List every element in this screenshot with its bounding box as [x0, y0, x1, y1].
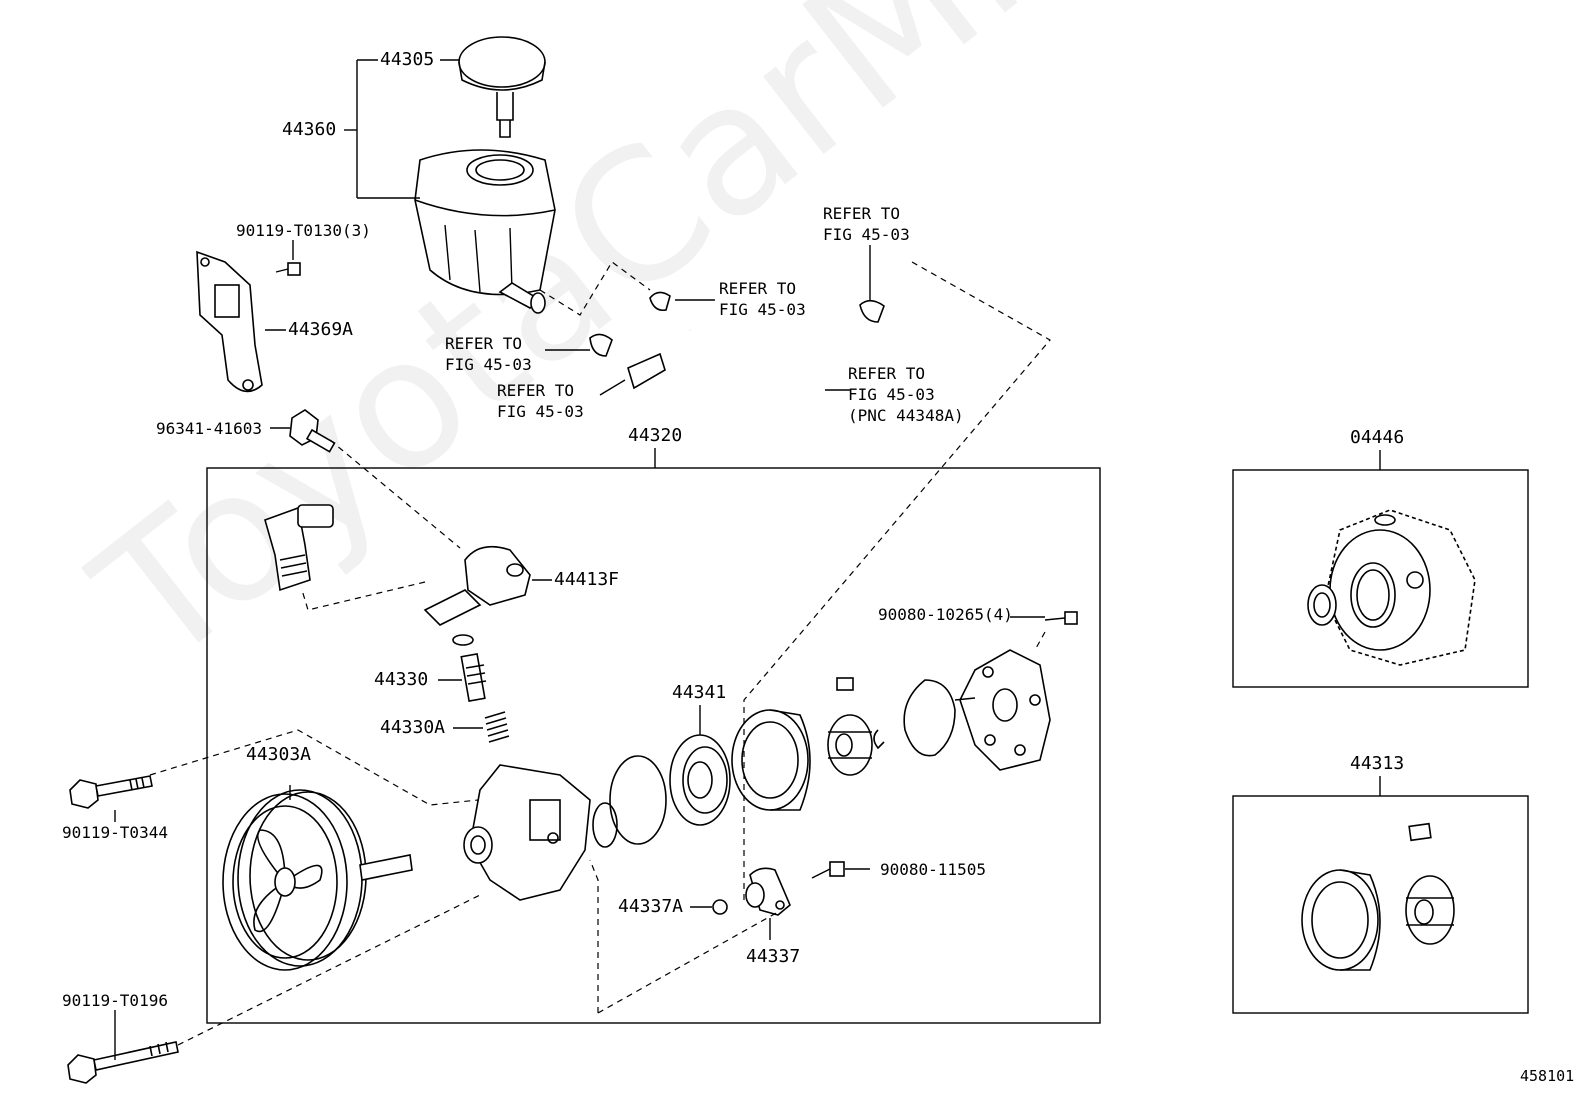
snap-ring	[873, 729, 885, 750]
label-group-seal-kit: 04446	[1350, 427, 1405, 448]
label-pulley: 44303A	[246, 744, 312, 765]
label-bolt-reservoir: 90119-T0130(3)	[236, 221, 371, 240]
group-box-main	[206, 467, 1101, 1024]
outlet-o-ring	[712, 899, 728, 915]
reservoir-bracket	[196, 250, 263, 393]
label-bracket: 44369A	[288, 319, 354, 340]
vane	[836, 677, 854, 691]
reservoir-cap	[458, 36, 546, 138]
hose-clamp	[649, 291, 671, 312]
flow-control-valve	[460, 653, 487, 702]
o-ring-small	[592, 802, 618, 848]
label-bolt-pump-b: 90119-T0196	[62, 991, 168, 1010]
union-fitting	[423, 545, 531, 626]
figure-id: 458101	[1520, 1067, 1575, 1085]
o-ring-large	[609, 755, 667, 845]
label-oring-outlet: 44337A	[618, 896, 684, 917]
refer-note: REFER TO FIG 45-03	[823, 204, 910, 244]
hose-clamp	[589, 333, 613, 357]
bracket-bolt	[275, 262, 301, 276]
group-box-cam-ring	[1232, 795, 1529, 1014]
pump-bolt-lower	[67, 1041, 179, 1084]
rear-cover	[954, 649, 1051, 771]
label-bolt-cover: 90080-10265(4)	[878, 605, 1013, 624]
refer-note-pnc: REFER TO FIG 45-03 (PNC 44348A)	[848, 364, 964, 425]
label-bolt-outlet: 90080-11505	[880, 860, 986, 879]
hose-clamp	[859, 299, 885, 323]
refer-note: REFER TO FIG 45-03	[445, 334, 532, 374]
valve-spring	[484, 711, 510, 743]
label-union: 44413F	[554, 569, 620, 590]
group-box-seal-kit	[1232, 469, 1529, 688]
label-rotor-kit: 44341	[672, 682, 727, 703]
label-reservoir: 44360	[282, 119, 337, 140]
pump-bolt-upper	[69, 775, 153, 809]
outlet-fitting	[745, 867, 791, 916]
reservoir-tank	[414, 149, 556, 314]
leader-lines	[114, 59, 1045, 1060]
label-cap: 44305	[380, 49, 435, 70]
refer-note: REFER TO FIG 45-03	[497, 381, 584, 421]
label-spring: 44330A	[380, 717, 446, 738]
gasket	[903, 679, 956, 757]
cam-ring-kit	[1301, 822, 1455, 971]
rotor	[827, 714, 873, 776]
label-group-cam-ring: 44313	[1350, 753, 1405, 774]
o-ring	[452, 634, 474, 646]
pump-body	[463, 764, 591, 901]
rotor-plate	[669, 734, 731, 826]
label-bolt-union: 96341-41603	[156, 419, 262, 438]
cam-ring	[731, 709, 811, 811]
cover-bolt	[1044, 611, 1078, 625]
pressure-switch	[264, 504, 334, 592]
outlet-bolt	[811, 861, 845, 879]
label-bolt-pump-a: 90119-T0344	[62, 823, 168, 842]
label-outlet: 44337	[746, 946, 801, 967]
connection-lines	[149, 261, 1051, 1046]
pulley	[222, 789, 413, 971]
label-group-main: 44320	[628, 425, 683, 446]
seal-kit-gaskets	[1307, 509, 1476, 666]
refer-note: REFER TO FIG 45-03	[719, 279, 806, 319]
label-valve: 44330	[374, 669, 429, 690]
return-hose-stub	[627, 352, 666, 390]
union-bolt	[289, 409, 336, 453]
